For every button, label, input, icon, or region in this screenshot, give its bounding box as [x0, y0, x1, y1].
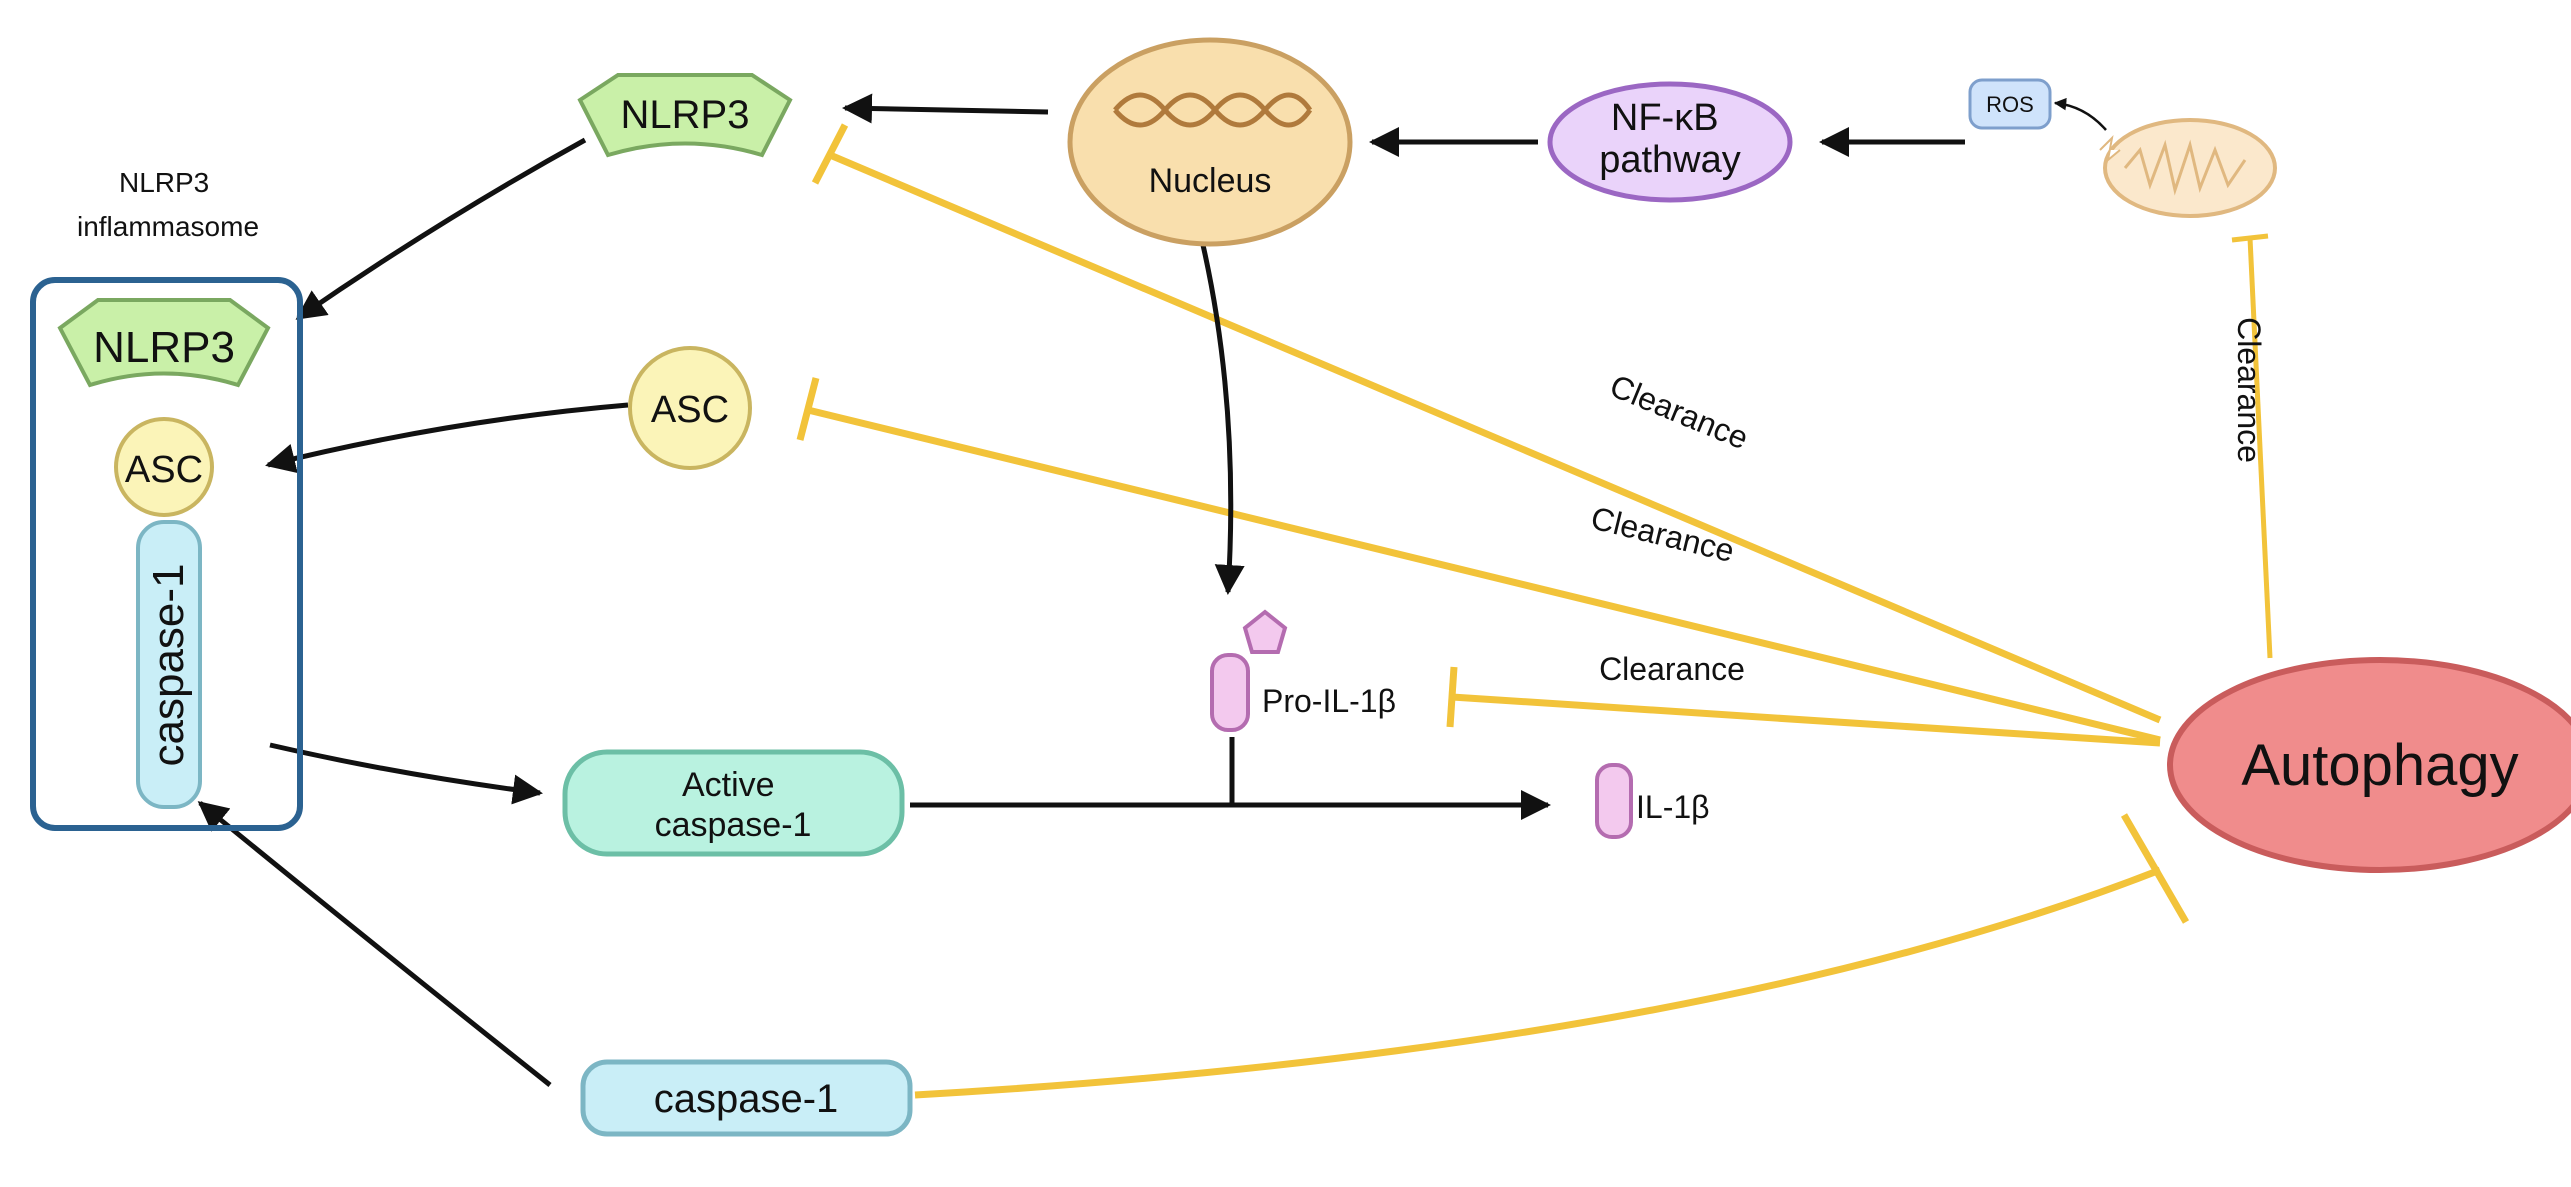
nfkb-pathway-node: NF-κB pathway	[1547, 81, 1793, 203]
ros-node: ROS	[1968, 78, 2052, 130]
il1b-label: IL-1β	[1636, 789, 1710, 825]
inhibition-edge-mitochondrion	[2231, 233, 2273, 659]
arrow-caspase1-to-inflammasome	[197, 801, 552, 1087]
inflammasome-box	[30, 277, 303, 831]
caspase1-free-label: caspase-1	[654, 1077, 839, 1121]
inhibition-edge-caspase1	[914, 813, 2190, 1099]
dna-icon	[1113, 92, 1313, 128]
arrow-inflammasome-to-active-caspase	[269, 742, 543, 805]
active-caspase1-label-line1: Active	[682, 766, 775, 804]
nlrp3-complex-label: NLRP3	[93, 323, 235, 372]
inhibition-edge-nlrp3	[811, 123, 2162, 724]
caspase1-complex-label: caspase-1	[144, 563, 193, 766]
autophagy-label: Autophagy	[2241, 733, 2518, 798]
clearance-label-pro-il1b: Clearance	[1599, 651, 1745, 687]
arrow-nucleus-to-nlrp3	[842, 93, 1049, 124]
inflammasome-title-line2: inflammasome	[77, 211, 259, 242]
asc-complex-label: ASC	[125, 449, 203, 491]
asc-free-label: ASC	[651, 389, 729, 431]
asc-free-node: ASC	[628, 346, 752, 470]
caspase1-complex-node: caspase-1	[136, 520, 202, 809]
nlrp3-free-label: NLRP3	[621, 93, 750, 137]
clearance-label-nlrp3: Clearance	[1605, 367, 1754, 456]
nfkb-label-line2: pathway	[1599, 139, 1741, 181]
pentagon-icon	[1242, 609, 1288, 654]
inflammasome-title-line1: NLRP3	[119, 167, 209, 198]
clearance-label-mitochondrion: Clearance	[2231, 317, 2267, 463]
inflammasome-title: NLRP3 inflammasome	[77, 167, 259, 242]
asc-complex-node: ASC	[114, 417, 214, 517]
active-caspase1-label: Active caspase-1	[655, 766, 812, 844]
nlrp3-free-node: NLRP3	[577, 73, 793, 158]
mitochondrion-icon	[2099, 118, 2277, 218]
active-caspase1-label-line2: caspase-1	[655, 806, 812, 844]
arrow-mito-to-ros	[2053, 97, 2107, 131]
active-caspase1-node: Active caspase-1	[562, 749, 905, 857]
pro-il1b-label: Pro-IL-1β	[1262, 683, 1396, 719]
nucleus-node: Nucleus	[1067, 37, 1353, 247]
arrow-asc-to-inflammasome	[265, 402, 629, 474]
nucleus-label: Nucleus	[1149, 162, 1272, 200]
il1b-node: IL-1β	[1595, 763, 1710, 839]
autophagy-node: Autophagy	[2167, 657, 2571, 873]
arrow-nucleus-to-pro-il1b	[1197, 231, 1245, 595]
nfkb-label-line1: NF-κB	[1611, 97, 1719, 139]
caspase1-free-node: caspase-1	[580, 1059, 913, 1137]
inhibition-edge-pro-il1b	[1446, 666, 2161, 747]
ros-label: ROS	[1986, 92, 2034, 117]
nfkb-label: NF-κB pathway	[1599, 97, 1741, 181]
arrow-nlrp3-to-inflammasome	[295, 137, 587, 321]
inhibition-edge-asc	[796, 377, 2161, 744]
nlrp3-complex-node: NLRP3	[57, 298, 271, 388]
pro-il1b-node: Pro-IL-1β	[1210, 609, 1396, 732]
